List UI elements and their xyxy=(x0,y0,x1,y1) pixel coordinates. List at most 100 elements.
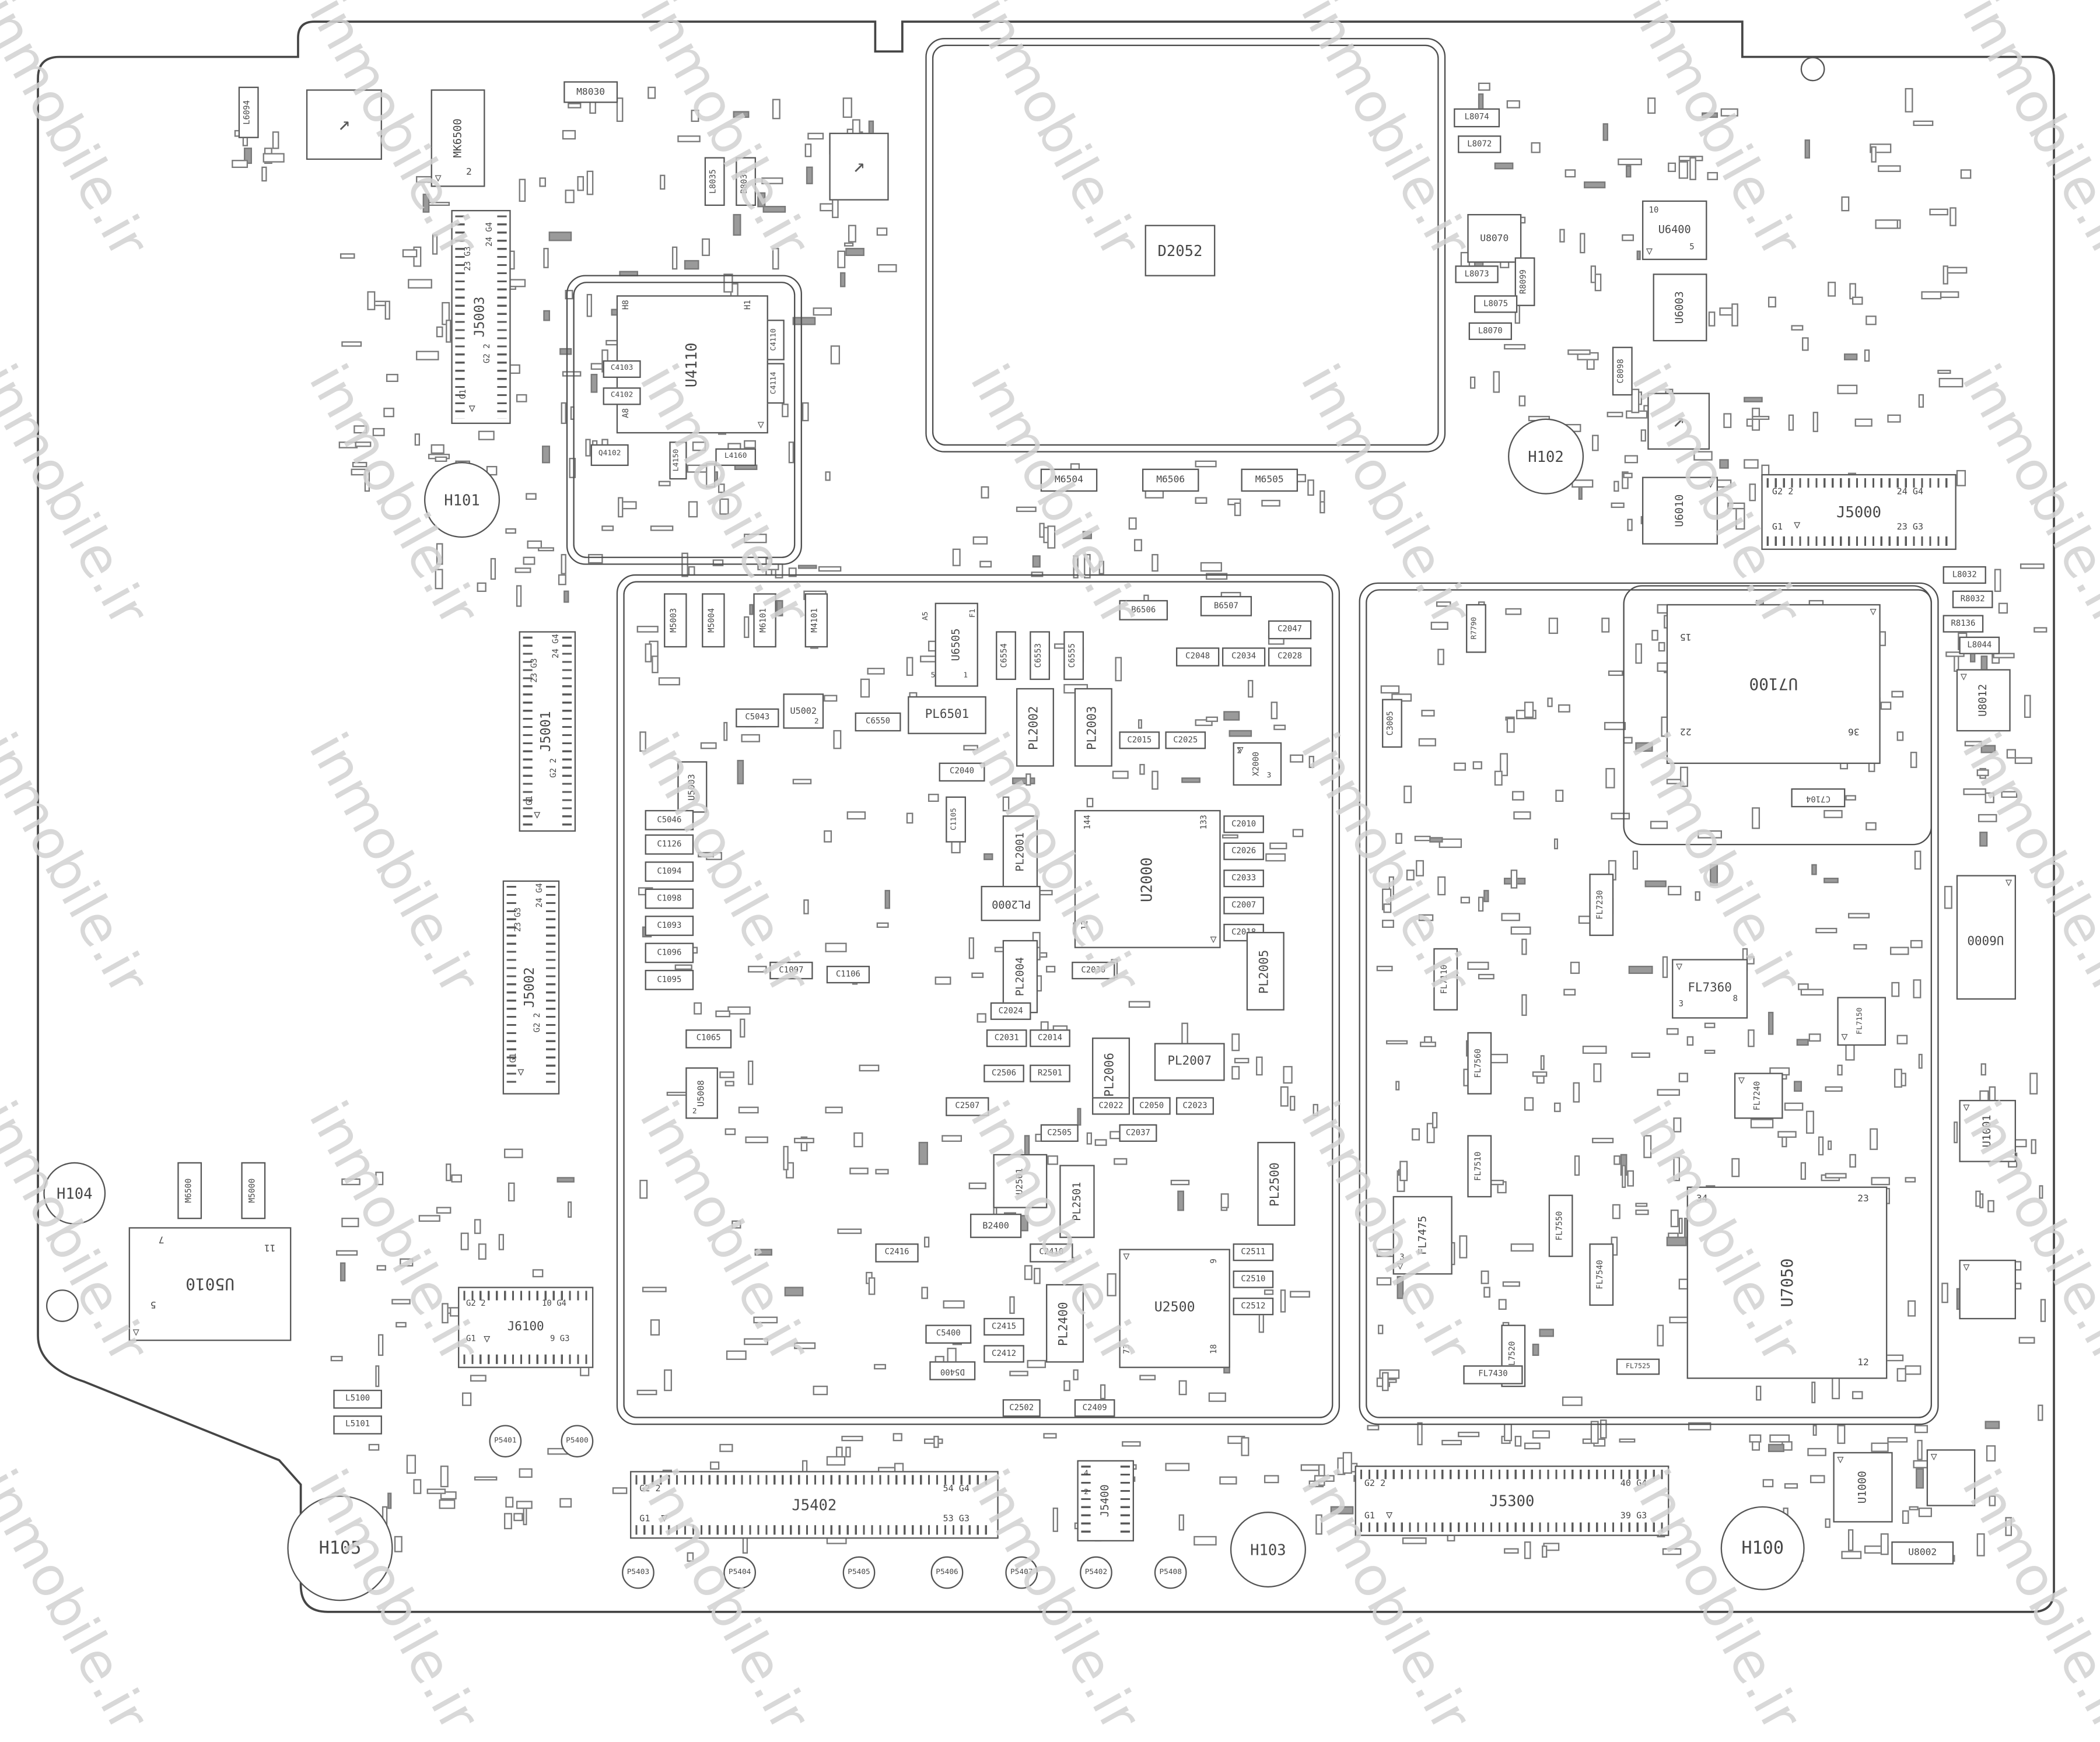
component-label: C2026 xyxy=(1231,846,1256,856)
component-label: C5046 xyxy=(657,815,682,825)
passive-component xyxy=(1917,1439,1923,1460)
passive-component xyxy=(415,433,421,446)
passive-component xyxy=(979,560,992,567)
passive-component xyxy=(1114,1158,1127,1165)
component-label: C2409 xyxy=(1082,1403,1107,1412)
mounting-hole: H103 xyxy=(1230,1511,1306,1588)
component-label: C2022 xyxy=(1098,1100,1124,1110)
component-label: L8044 xyxy=(1967,640,1992,650)
passive-component xyxy=(687,1552,693,1562)
passive-component xyxy=(1554,1102,1562,1113)
component: M6500 xyxy=(177,1162,202,1219)
component-label: C4103 xyxy=(610,364,634,373)
passive-component xyxy=(1949,206,1957,226)
component: C1096 xyxy=(645,942,694,963)
passive-component xyxy=(637,626,659,633)
passive-component xyxy=(726,1350,747,1360)
component-label: C8098 xyxy=(1616,359,1627,384)
passive-component xyxy=(1539,1054,1545,1070)
passive-component xyxy=(1608,670,1623,676)
passive-component xyxy=(971,972,984,979)
passive-component xyxy=(1848,1529,1853,1551)
component-label: M6101 xyxy=(759,608,769,633)
component-label: C4110 xyxy=(770,328,779,352)
ref-text: 24 G4 xyxy=(535,883,545,908)
pin1-marker-icon: ▽ xyxy=(1676,960,1683,973)
passive-component xyxy=(1290,1290,1311,1297)
component-label: U7100 xyxy=(1749,674,1798,694)
passive-component xyxy=(842,1435,864,1442)
component-label: C1065 xyxy=(696,1033,721,1043)
passive-component xyxy=(1984,1421,2000,1429)
pin1-marker-icon: ▽ xyxy=(1237,744,1244,756)
passive-component xyxy=(1265,853,1286,862)
passive-component xyxy=(650,1320,659,1336)
passive-component xyxy=(515,567,531,573)
component-label: D5400 xyxy=(940,1366,965,1376)
passive-component xyxy=(1510,926,1531,934)
passive-component xyxy=(1376,965,1392,971)
component-label: C3005 xyxy=(1387,711,1396,736)
component: M8030 xyxy=(564,81,618,103)
passive-component xyxy=(391,1299,410,1305)
passive-component xyxy=(1680,767,1688,787)
passive-component xyxy=(1406,869,1415,880)
component: L8072 xyxy=(1458,135,1502,153)
component-label: J5002 xyxy=(523,967,538,1008)
passive-component xyxy=(658,481,670,487)
component-label: C4114 xyxy=(770,372,779,395)
ref-text: 3 xyxy=(1399,1253,1405,1263)
passive-component xyxy=(782,404,789,417)
component-label: M6505 xyxy=(1255,474,1284,485)
passive-component xyxy=(2001,790,2018,798)
component: PL2000 xyxy=(981,885,1041,921)
passive-component xyxy=(1750,1119,1774,1128)
component: M4101 xyxy=(804,593,828,648)
passive-component xyxy=(1558,704,1570,713)
component-label: C2502 xyxy=(1009,1403,1034,1412)
passive-component xyxy=(1623,472,1633,478)
passive-component xyxy=(847,811,866,820)
passive-component xyxy=(802,402,808,422)
passive-component xyxy=(2031,1140,2036,1154)
ref-text: 3 xyxy=(1678,1000,1684,1010)
passive-component xyxy=(435,569,443,590)
passive-component xyxy=(677,135,701,143)
passive-component xyxy=(1919,1508,1933,1517)
component: C2510 xyxy=(1233,1270,1274,1288)
passive-component xyxy=(1521,994,1527,1015)
passive-component xyxy=(732,110,750,118)
passive-component xyxy=(1981,1064,1987,1075)
passive-component xyxy=(2030,1072,2038,1095)
component: C2028 xyxy=(1268,647,1312,667)
passive-component xyxy=(1636,742,1653,752)
passive-component xyxy=(436,1207,452,1214)
component: PL2003 xyxy=(1074,688,1112,767)
connector: J5400 xyxy=(1077,1460,1134,1542)
passive-component xyxy=(1331,1505,1354,1515)
passive-component xyxy=(1621,1165,1627,1189)
passive-component xyxy=(336,1250,358,1256)
component-label: U2000 xyxy=(1139,856,1157,902)
passive-component xyxy=(825,1106,843,1114)
passive-component xyxy=(1592,434,1600,451)
component: C2022 xyxy=(1091,1097,1130,1115)
passive-component xyxy=(942,1135,962,1141)
component-label: C2505 xyxy=(1047,1127,1072,1137)
passive-component xyxy=(972,536,988,545)
ref-text: G1 xyxy=(509,1053,519,1063)
mounting-hole: H101 xyxy=(424,461,501,538)
passive-component xyxy=(1919,394,1924,409)
passive-component xyxy=(419,1215,441,1222)
passive-component xyxy=(1478,82,1490,91)
mounting-hole xyxy=(46,1289,79,1322)
passive-component xyxy=(1824,809,1843,818)
component-label: C2010 xyxy=(1231,818,1256,829)
mounting-hole: H102 xyxy=(1508,418,1584,495)
passive-component xyxy=(527,540,542,548)
passive-component xyxy=(1290,1096,1296,1111)
component-label: M5000 xyxy=(248,1178,258,1203)
passive-component xyxy=(341,1178,361,1185)
component-label: L5100 xyxy=(345,1393,370,1404)
passive-component xyxy=(745,1135,769,1143)
